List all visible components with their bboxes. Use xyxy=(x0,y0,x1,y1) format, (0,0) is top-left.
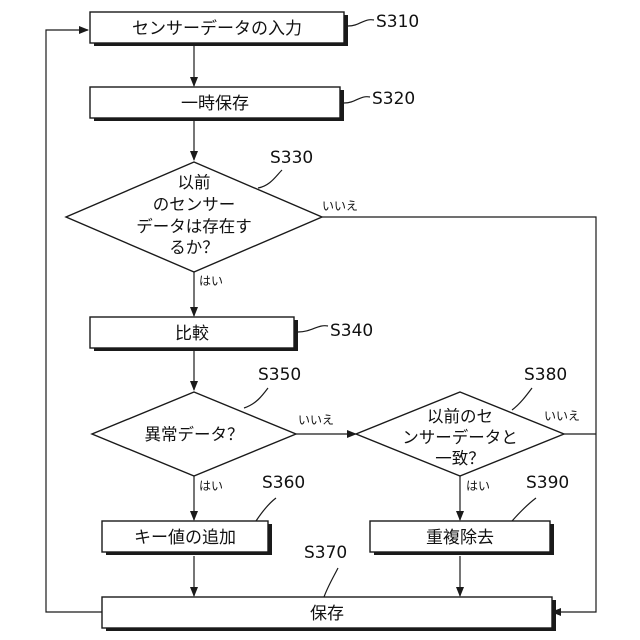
leader-s360 xyxy=(256,498,276,521)
branch-label-s350-no: いいえ xyxy=(298,413,334,427)
decision-s380-line-3: 一致？ xyxy=(435,449,485,468)
leader-s320 xyxy=(344,97,370,103)
step-label-s320: S320 xyxy=(372,89,415,109)
step-label-s390: S390 xyxy=(526,473,569,493)
decision-s350-text: 異常データ？ xyxy=(145,424,244,444)
step-s340: 比較 S340 xyxy=(90,317,373,351)
branch-label-s330-yes: はい xyxy=(199,274,223,288)
leader-s370 xyxy=(324,568,338,597)
step-label-s350: S350 xyxy=(258,365,301,385)
step-label-s380: S380 xyxy=(524,365,567,385)
step-label-s310: S310 xyxy=(376,12,419,32)
decision-s380-line-1: 以前のセ xyxy=(427,407,493,426)
leader-s330 xyxy=(258,170,282,188)
leader-s390 xyxy=(512,498,536,521)
step-label-s340: S340 xyxy=(330,321,373,341)
step-label-s330: S330 xyxy=(270,148,313,168)
branch-label-s350-yes: はい xyxy=(199,479,223,493)
decision-s330-line-4: るか？ xyxy=(169,238,219,257)
decision-s330-line-1: 以前 xyxy=(178,173,211,192)
decision-s380-line-2: ンサーデータと xyxy=(402,427,518,447)
step-label-s360: S360 xyxy=(262,473,305,493)
step-s310: センサーデータの入力 S310 xyxy=(90,12,419,46)
step-s370: 保存 S370 xyxy=(102,543,556,631)
leader-s310 xyxy=(348,20,374,26)
step-s390-text: 重複除去 xyxy=(426,528,494,548)
step-s320-text: 一時保存 xyxy=(181,94,249,114)
leader-s380 xyxy=(512,388,532,410)
decision-s330: 以前 のセンサー データは存在す るか？ S330 いいえ はい xyxy=(66,148,358,288)
branch-label-s330-no: いいえ xyxy=(322,199,358,213)
leader-s350 xyxy=(244,388,268,408)
decision-s330-line-2: のセンサー xyxy=(153,195,236,214)
decision-s330-line-3: データは存在す xyxy=(136,216,252,236)
step-s320: 一時保存 S320 xyxy=(90,87,415,121)
step-s370-text: 保存 xyxy=(310,604,344,624)
step-s340-text: 比較 xyxy=(175,324,209,344)
branch-label-s380-yes: はい xyxy=(466,479,490,493)
step-s360-text: キー値の追加 xyxy=(134,528,236,548)
step-label-s370: S370 xyxy=(304,543,347,563)
leader-s340 xyxy=(298,326,328,332)
branch-label-s380-no: いいえ xyxy=(544,409,580,423)
step-s310-text: センサーデータの入力 xyxy=(132,18,302,39)
